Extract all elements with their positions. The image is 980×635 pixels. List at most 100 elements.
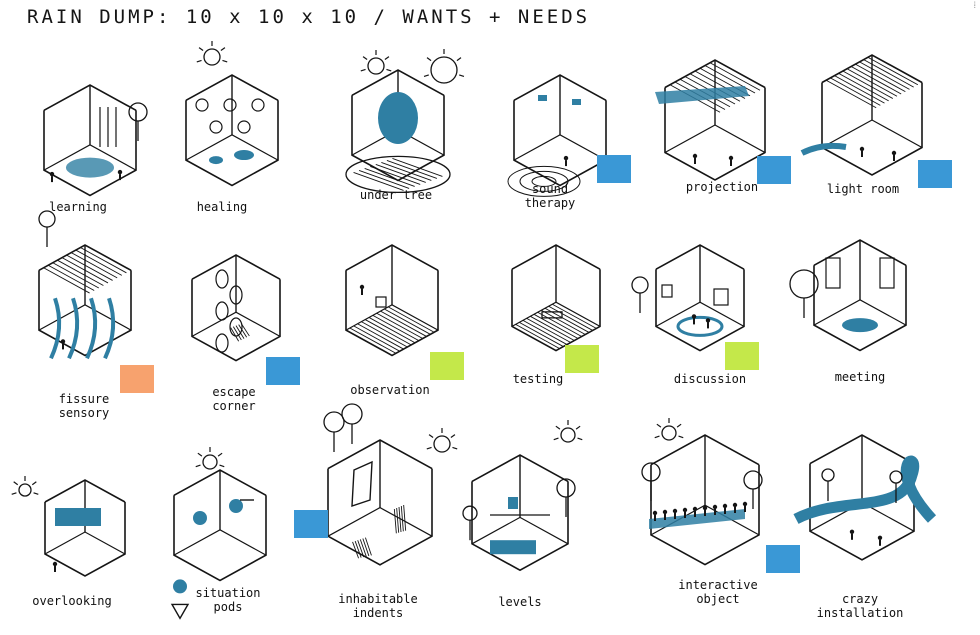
blue-wall-panel [538,95,547,101]
dark-wall-hatch [842,70,894,99]
wall-pattern [223,98,237,112]
floor-hatch [235,325,245,339]
tree-symbol [631,276,649,294]
person-figure [732,502,738,508]
sticky-note-blue [766,545,800,573]
canopy-hatch [61,257,109,284]
indent-hatch [398,506,402,533]
wall-window [661,284,673,298]
floor-hatch [353,325,400,352]
person-figure [49,171,55,177]
sketch-label: under tree [359,188,433,202]
wall-window [879,257,895,289]
sketch-escape [191,254,281,362]
sketch-tree [345,49,465,194]
cube-outline [821,82,923,176]
sketch-label: crazy installation [816,592,904,620]
sticky-note-blue [918,160,952,188]
canopy-hatch [52,262,100,289]
cube-outline [345,270,439,357]
tree-symbol [323,411,345,433]
sun-ray [450,434,456,439]
person-figure [652,510,658,516]
cube-floor-back [655,301,745,327]
canopy-hatch [66,254,113,281]
sketch-overlooking [11,476,126,577]
cube-floor-back [327,506,433,537]
canopy-hatch [47,264,95,291]
sketch-label: situation pods [195,586,261,614]
floor-hatch [230,327,240,342]
sketch-label: healing [196,200,248,214]
sun-ray [456,57,462,62]
blue-pool [234,150,254,161]
person-figure [849,529,855,534]
sun-ray [577,437,583,441]
floor-hatch [357,323,404,350]
blue-fissure [67,297,80,360]
cube-floor-back [513,134,607,161]
floor-hatch [522,319,568,345]
person-figure [359,284,365,290]
shadow-hatch [375,163,426,183]
shadow-hatch [370,165,421,185]
blue-window-band [55,508,101,526]
sketch-indents [323,403,458,566]
sketch-discussion [631,244,745,352]
dark-wall-hatch [855,63,906,93]
sun-ray [452,446,458,450]
blue-lower-level [490,540,536,555]
arrow-down-icon [170,603,190,620]
floor-hatch [380,310,427,337]
sticky-note-blue [757,156,791,184]
floor-hatch [361,321,408,348]
wall-void [215,301,229,321]
sun-ray [197,452,203,457]
person-figure [702,505,708,511]
tree-symbol [821,468,835,482]
sketch-meeting [789,239,907,352]
tree-symbol [556,478,576,498]
person-figure [691,314,697,319]
sketch-label: light room [826,182,900,196]
cube-outline [655,269,745,352]
person-figure [877,535,883,540]
blue-projection-beam [655,86,749,104]
floor-hatch [238,324,248,338]
cube-outline [511,269,601,352]
sun-ray [222,59,228,63]
sketch-label: testing [512,372,564,386]
person-figure [60,339,66,344]
cube-floor-back [813,299,907,326]
indent-hatch [403,504,407,531]
sketch-light [800,54,923,176]
sun-ray [654,435,660,439]
shadow-hatch [358,169,410,189]
person-figure [563,155,569,161]
sun-ray [384,56,390,61]
sun-ray [220,47,226,52]
cube-floor-back [471,516,569,545]
sketch-testing [511,244,601,352]
ceiling-hatch [709,62,761,91]
indent-hatch [396,507,400,533]
sun-ray [33,492,39,495]
floor-hatch [552,303,597,329]
person-figure [722,503,728,509]
shadow-hatch [353,171,404,191]
dark-wall-hatch [846,68,898,97]
cube-floor-back [191,311,281,337]
sketch-label: meeting [834,370,886,384]
sun-symbol [18,483,32,497]
wall-pattern [209,120,223,134]
blue-ribbon-installation [793,455,937,524]
shadow-hatch [392,157,443,177]
person-figure [891,150,897,156]
person-figure [705,318,711,323]
floor-hatch [541,309,586,335]
sun-symbol [560,427,576,443]
blue-wall-panel [572,99,581,105]
floor-hatch [376,312,423,339]
